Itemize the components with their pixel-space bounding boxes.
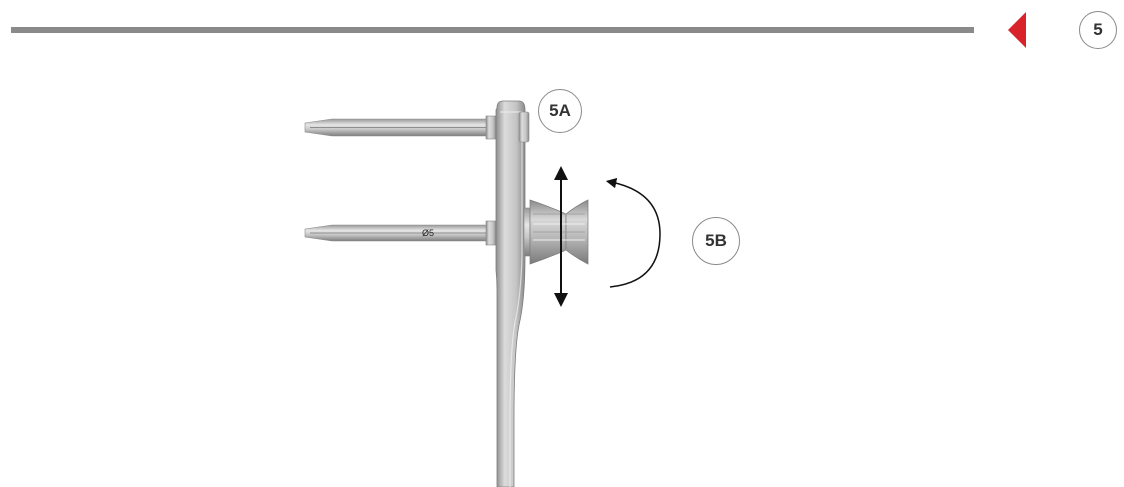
callout-5a: 5A bbox=[538, 89, 582, 133]
header-rule bbox=[11, 27, 974, 33]
previous-step-arrow-icon[interactable] bbox=[1008, 12, 1026, 48]
adjustment-knob bbox=[523, 199, 589, 265]
callout-5b: 5B bbox=[692, 217, 740, 265]
step-number-badge: 5 bbox=[1079, 11, 1117, 49]
upper-pin bbox=[304, 115, 497, 140]
rotation-arrow-icon bbox=[605, 177, 661, 288]
lower-pin bbox=[304, 220, 497, 246]
pin-diameter-label: Ø5 bbox=[422, 228, 434, 238]
guide-body bbox=[495, 100, 530, 487]
